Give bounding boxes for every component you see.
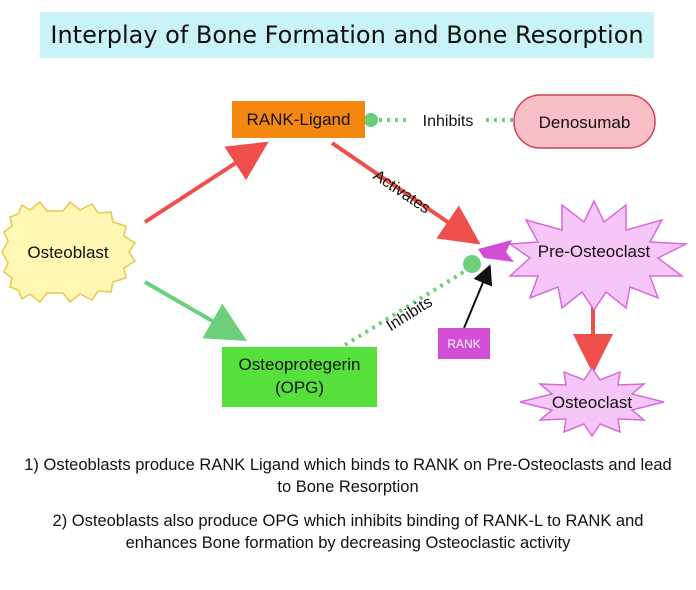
osteoblast-label: Osteoblast [27,243,109,262]
note-1: 1) Osteoblasts produce RANK Ligand which… [20,454,676,498]
diagram-title-text: Interplay of Bone Formation and Bone Res… [50,21,644,49]
inhibit-dot-rank-ligand [364,113,378,127]
rank-node [438,328,490,359]
osteoclast-node [519,366,665,438]
opg-node [222,347,377,407]
activates-arrow [330,141,481,245]
osteoblast-to-rank-ligand-arrow [143,141,269,224]
inhibits-bottom-dotted-line [343,266,472,347]
rank-ligand-label: RANK-Ligand [247,110,351,129]
rank-ligand-node [232,101,365,138]
note-2-text: 2) Osteoblasts also produce OPG which in… [52,512,644,552]
inhibits-top-label: Inhibits [423,113,474,130]
pre-osteoclast-node [507,199,689,312]
denosumab-node [513,94,656,149]
osteoblast-to-opg-arrow [143,280,247,342]
rank-label: RANK [447,337,480,351]
pre-osteoclast-label: Pre-Osteoclast [538,242,651,261]
rank-receptor-shape [478,240,514,262]
rank-pointer-arrow [463,264,493,329]
inhibit-dot-rank [463,255,481,273]
osteoblast-node [1,200,137,304]
activates-label: Activates [370,167,433,217]
note-2: 2) Osteoblasts also produce OPG which in… [20,510,676,554]
denosumab-label: Denosumab [539,113,631,132]
opg-label-line2: (OPG) [275,378,324,397]
opg-label-line1: Osteoprotegerin [239,355,361,374]
note-1-text: 1) Osteoblasts produce RANK Ligand which… [24,456,672,496]
inhibits-bottom-label: Inhibits [384,294,436,335]
diagram-title: Interplay of Bone Formation and Bone Res… [40,12,654,58]
osteoclast-label: Osteoclast [552,393,633,412]
